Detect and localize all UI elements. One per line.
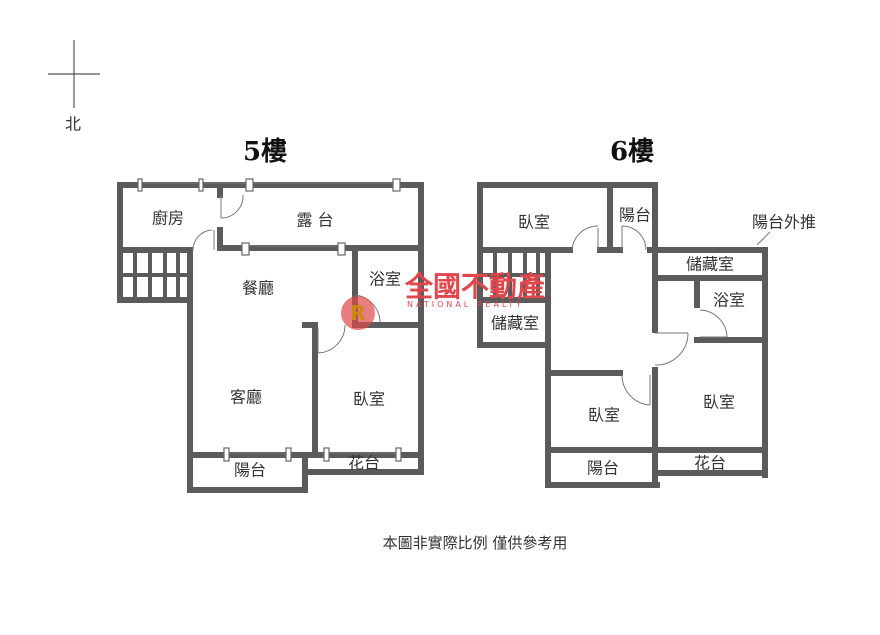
room-planter-6f: 花台 [694,454,726,473]
north-label: 北 [65,115,81,134]
label-balcony-extension: 陽台外推 [752,213,816,232]
room-balcony-top: 陽台 [619,206,651,225]
floor6-doors [571,225,771,406]
room-storage-left: 儲藏室 [491,314,539,333]
floor5-doors [192,194,381,354]
watermark-logo: R 全國不動產 NATIONAL REALTY [341,270,545,330]
scale-disclaimer: 本圖非實際比例 僅供參考用 [383,534,568,552]
room-bedroom-right: 臥室 [703,393,735,412]
floor5-title: 5樓 [243,136,287,167]
watermark-sub: NATIONAL REALTY [407,300,524,309]
room-planter-5f: 花台 [348,454,380,473]
floor6-walls [477,182,768,488]
floor5-windows [137,178,402,462]
floor6-title: 6樓 [610,136,654,167]
north-compass-icon [48,40,100,108]
room-living: 客廳 [230,388,262,407]
watermark-logo-mark: R [350,301,365,325]
room-bath-6f: 浴室 [713,291,745,310]
room-bedroom-mid: 臥室 [588,406,620,425]
watermark-brand: 全國不動產 [404,270,545,303]
room-kitchen: 廚房 [152,209,184,228]
room-bedroom-top: 臥室 [518,213,550,232]
room-balcony-6f: 陽台 [587,459,619,478]
room-balcony-5f: 陽台 [234,461,266,480]
room-bath-5f: 浴室 [369,270,401,289]
room-bedroom-5f: 臥室 [353,390,385,409]
floor5-walls [117,182,424,493]
room-storage-top: 儲藏室 [686,255,734,274]
room-terrace: 露 台 [296,211,333,230]
room-dining: 餐廳 [242,279,274,298]
